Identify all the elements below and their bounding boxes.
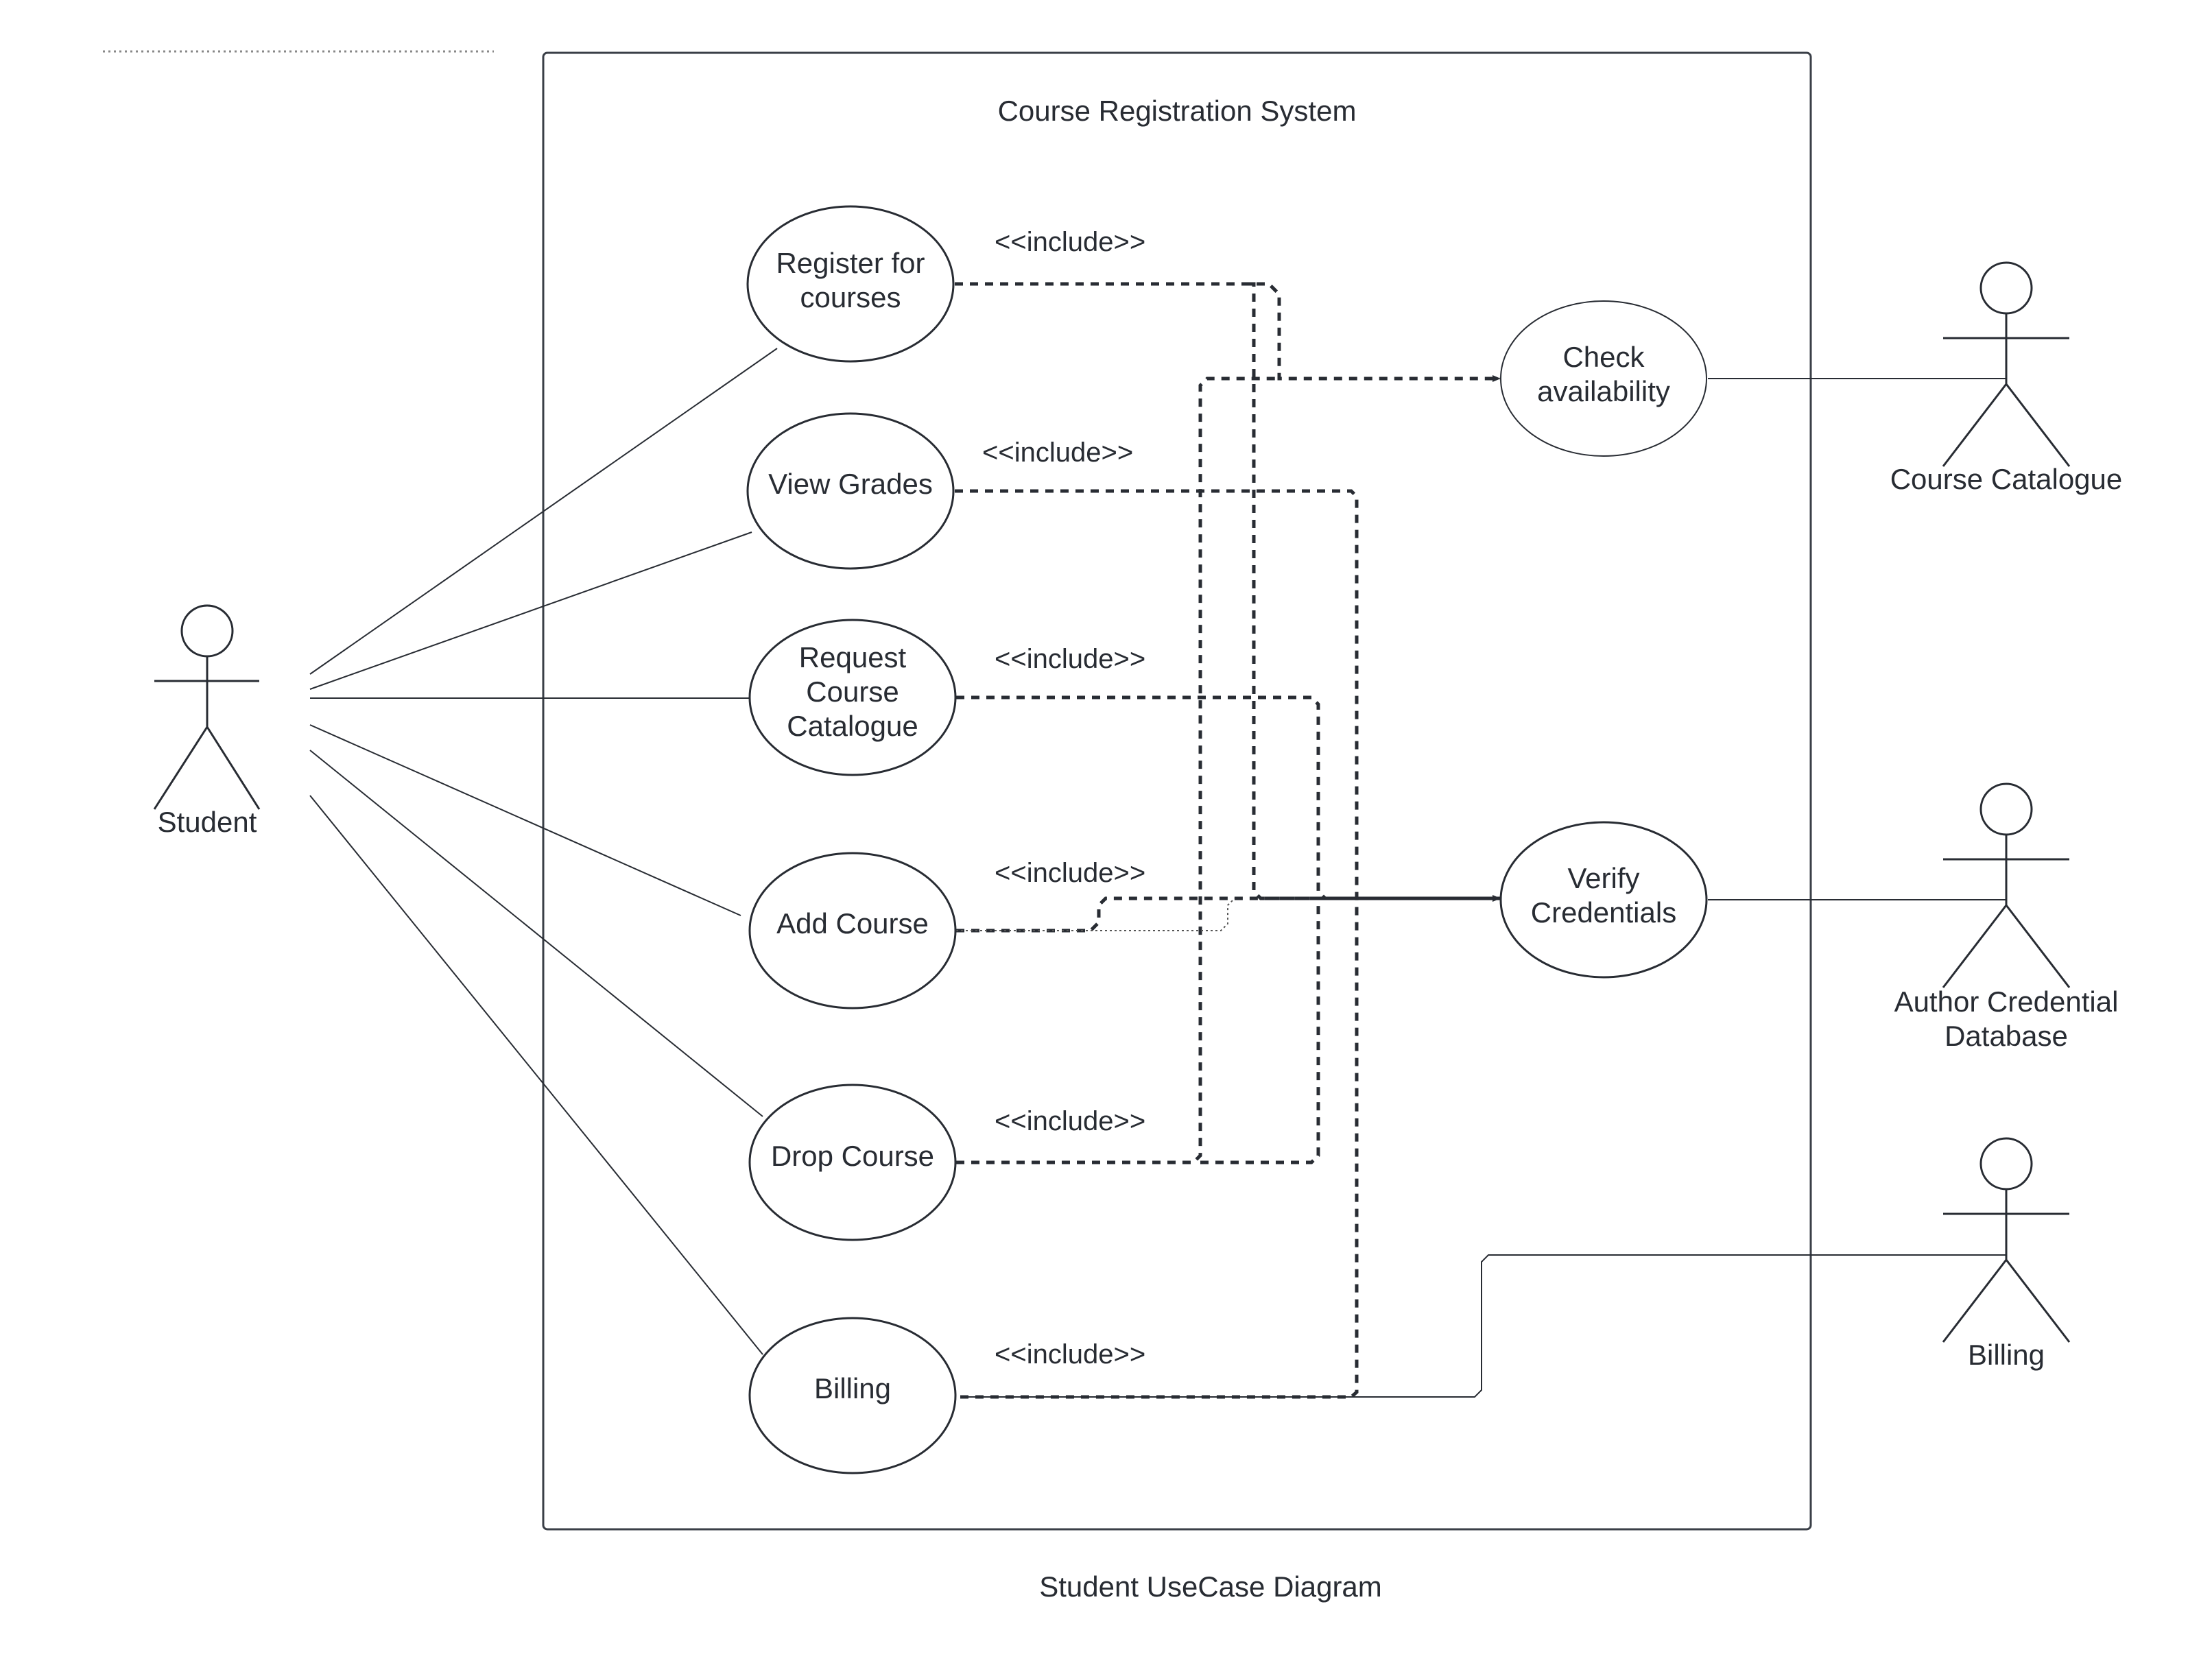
use-case-request-catalogue[interactable] [748, 619, 957, 776]
student-associations [309, 348, 778, 1355]
actor-student-figure[interactable] [153, 604, 261, 810]
use-case-verify-credentials[interactable] [1499, 821, 1708, 979]
actor-course-catalogue-figure[interactable] [1942, 261, 2071, 467]
system-title: Course Registration System [998, 95, 1357, 127]
actor-billing-figure[interactable] [1942, 1137, 2071, 1343]
system-boundary[interactable] [542, 51, 1812, 1531]
use-case-view-grades[interactable] [746, 412, 955, 570]
include-label-billing: <<include>> [995, 1339, 1145, 1370]
use-case-billing[interactable] [748, 1317, 957, 1474]
actor-course-catalogue-label: Course Catalogue [1890, 463, 2123, 495]
use-case-request-catalogue-label-1: Request [799, 641, 907, 673]
assoc-billing-actor[interactable] [960, 1254, 2006, 1398]
include-label-request-catalogue: <<include>> [995, 644, 1145, 674]
include-drop-course-check[interactable] [956, 376, 1279, 1164]
use-case-add-course[interactable] [748, 852, 957, 1009]
use-case-check-availability-label-2: availability [1537, 375, 1670, 407]
include-request-catalogue[interactable] [956, 695, 1500, 900]
assoc-student-register[interactable] [309, 348, 778, 675]
use-case-request-catalogue-label-3: Catalogue [787, 710, 918, 742]
diagram-caption: Student UseCase Diagram [1039, 1570, 1382, 1603]
assoc-student-view-grades[interactable] [309, 531, 752, 690]
use-case-check-availability-label-1: Check [1562, 341, 1645, 373]
include-label-drop-course: <<include>> [995, 1106, 1145, 1136]
include-label-add-course: <<include>> [995, 858, 1145, 888]
actor-credential-db-label-1: Author Credential [1894, 985, 2119, 1018]
use-case-request-catalogue-label-2: Course [806, 675, 899, 708]
actor-student-label: Student [158, 806, 257, 838]
actor-associations [960, 378, 2006, 1398]
use-case-drop-course[interactable] [748, 1084, 957, 1241]
use-case-billing-label: Billing [814, 1372, 891, 1404]
include-view-grades[interactable] [955, 489, 1359, 1399]
use-case-drop-course-label: Drop Course [771, 1140, 934, 1172]
assoc-student-billing[interactable] [309, 795, 763, 1355]
use-case-register[interactable] [746, 205, 955, 363]
include-label-register: <<include>> [995, 227, 1145, 257]
use-case-check-availability[interactable] [1500, 300, 1707, 457]
use-case-register-label-1: Register for [776, 247, 925, 279]
use-case-view-grades-label: View Grades [768, 468, 933, 500]
use-case-verify-credentials-label-1: Verify [1567, 862, 1639, 894]
use-case-register-label-2: courses [800, 281, 901, 313]
include-register-verify-credentials[interactable] [1248, 282, 1501, 902]
assoc-student-drop-course[interactable] [309, 750, 763, 1117]
assoc-student-add-course[interactable] [309, 724, 741, 916]
include-add-course-secondary [956, 898, 1235, 931]
actor-credential-db-label-2: Database [1945, 1020, 2068, 1052]
use-case-verify-credentials-label-2: Credentials [1531, 896, 1676, 929]
use-case-add-course-label: Add Course [776, 907, 929, 940]
include-label-view-grades: <<include>> [982, 438, 1133, 468]
include-drop-course-verify[interactable] [1200, 905, 1320, 1164]
include-register-check-availability[interactable] [955, 282, 1501, 382]
actor-credential-db-figure[interactable] [1942, 782, 2071, 988]
actor-billing-label: Billing [1968, 1339, 2045, 1371]
